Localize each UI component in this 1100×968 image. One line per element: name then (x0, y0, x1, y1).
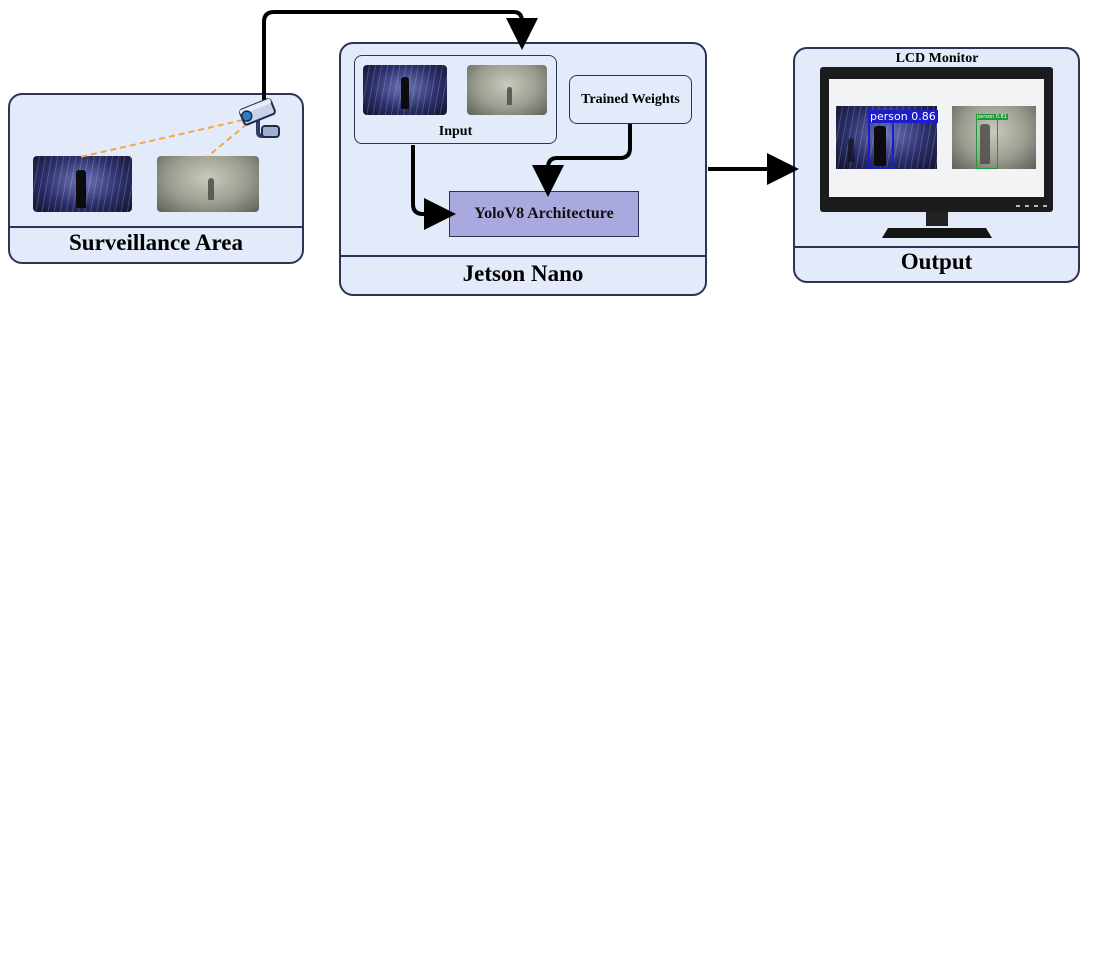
person-silhouette (848, 138, 854, 162)
output-label: Output (900, 249, 973, 274)
person-silhouette (208, 178, 214, 200)
trained-weights-label: Trained Weights (581, 91, 680, 107)
rain-scene-thumbnail (33, 156, 132, 212)
person-silhouette (980, 124, 990, 164)
panel-divider (795, 246, 1078, 248)
person-silhouette (507, 87, 512, 105)
yolov8-architecture-box: YoloV8 Architecture (449, 191, 639, 237)
jetson-nano-label: Jetson Nano (462, 261, 584, 286)
fog-scene-thumbnail (157, 156, 259, 212)
detection-box-green (976, 118, 998, 169)
surveillance-area-label: Surveillance Area (69, 230, 243, 255)
input-rain-thumbnail (363, 65, 447, 115)
panel-divider (10, 226, 302, 228)
input-label: Input (438, 124, 473, 139)
yolov8-architecture-label: YoloV8 Architecture (474, 205, 614, 222)
detection-label-green: person 0.81 (976, 114, 1008, 120)
lcd-monitor-label: LCD Monitor (895, 51, 979, 66)
person-silhouette (76, 170, 86, 208)
input-fog-thumbnail (467, 65, 547, 115)
detection-text: person 0.81 (977, 114, 1007, 120)
person-silhouette (874, 126, 886, 166)
detection-label-blue: person 0.86 (868, 110, 938, 123)
person-silhouette (401, 77, 409, 109)
panel-divider (341, 255, 705, 257)
detection-text: person 0.86 (870, 110, 936, 123)
trained-weights-box: Trained Weights (569, 75, 692, 124)
